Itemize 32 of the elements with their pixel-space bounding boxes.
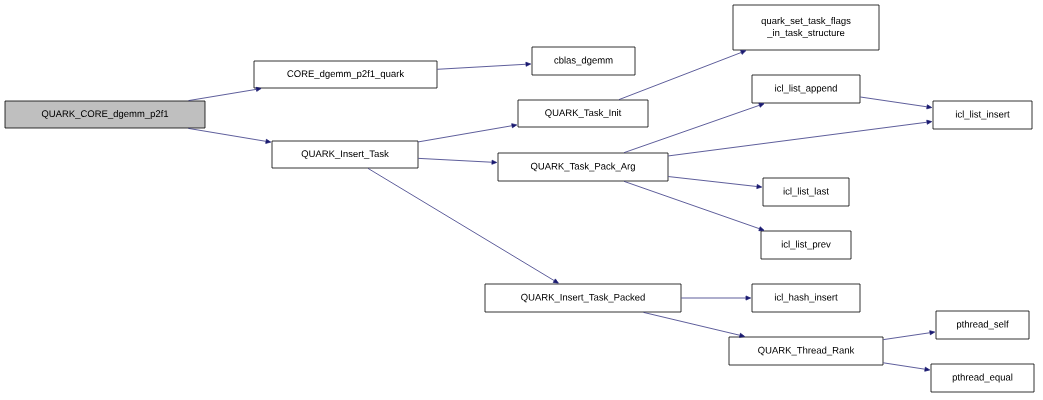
function-box: icl_list_insert [932,100,1033,130]
function-box: CORE_dgemm_p2f1_quark [253,60,438,89]
arrow [883,330,936,340]
arrow [883,362,931,372]
arrow [618,50,747,100]
arrow [623,102,765,153]
function-box: icl_hash_insert [751,283,861,313]
arrow [668,119,933,157]
function-box: QUARK_CORE_dgemm_p2f1 [4,100,206,129]
function-box: icl_list_prev [760,230,852,260]
function-box: cblas_dgemm [531,46,636,76]
arrow [623,181,765,232]
function-box: QUARK_Insert_Task_Packed [484,283,682,313]
arrow [367,168,559,284]
function-box: icl_list_append [751,74,861,104]
arrow [681,295,752,301]
arrow [668,176,763,189]
arrow [188,86,262,101]
function-box: quark_set_task_flags _in_task_structure [732,4,880,51]
arrow [437,61,532,70]
function-box: QUARK_Thread_Rank [728,336,884,366]
function-box: QUARK_Task_Init [517,99,649,128]
function-box: pthread_equal [930,363,1035,393]
function-box: QUARK_Task_Pack_Arg [497,152,669,182]
arrow [643,312,745,338]
arrow [418,158,498,165]
function-box: icl_list_last [762,177,850,207]
function-box: pthread_self [935,310,1030,340]
arrow [418,123,518,143]
arrow [860,96,933,110]
arrow [188,128,272,144]
function-box: QUARK_Insert_Task [271,140,419,169]
